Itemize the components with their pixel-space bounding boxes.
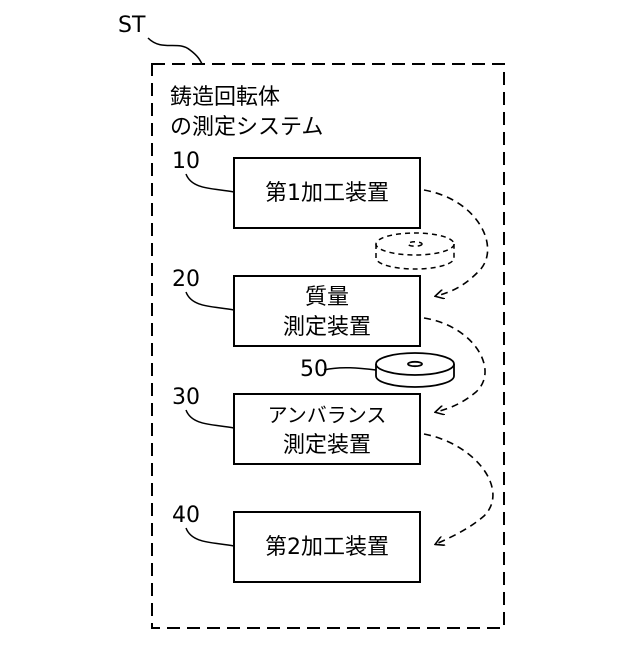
device-ref-10: 10: [172, 149, 200, 174]
device-ref-30: 30: [172, 385, 200, 410]
workpiece-disk-dashed: [376, 233, 454, 269]
system-title-line2: の測定システム: [170, 115, 323, 140]
device-leader-30: [186, 410, 234, 428]
device-leader-20: [186, 292, 234, 310]
flow-arrow-30-to-40: [424, 434, 493, 544]
workpiece-ref-50: 50: [300, 357, 328, 382]
device-ref-20: 20: [172, 267, 200, 292]
device-leader-10: [186, 174, 234, 192]
system-title-line1: 鋳造回転体: [170, 85, 280, 110]
workpiece-disk-50: [376, 353, 454, 387]
system-ref-leader: [148, 38, 202, 64]
workpiece-leader-50: [324, 368, 376, 370]
device-ref-40: 40: [172, 503, 200, 528]
device-label-40: 第2加工装置: [265, 535, 389, 560]
device-label-30-line1: アンバランス: [268, 403, 387, 427]
device-label-10: 第1加工装置: [265, 181, 389, 206]
device-label-20-line2: 測定装置: [283, 315, 371, 340]
device-leader-40: [186, 528, 234, 546]
device-label-30-line2: 測定装置: [283, 433, 371, 458]
system-ref-label: ST: [118, 13, 146, 38]
device-label-20-line1: 質量: [305, 285, 349, 310]
